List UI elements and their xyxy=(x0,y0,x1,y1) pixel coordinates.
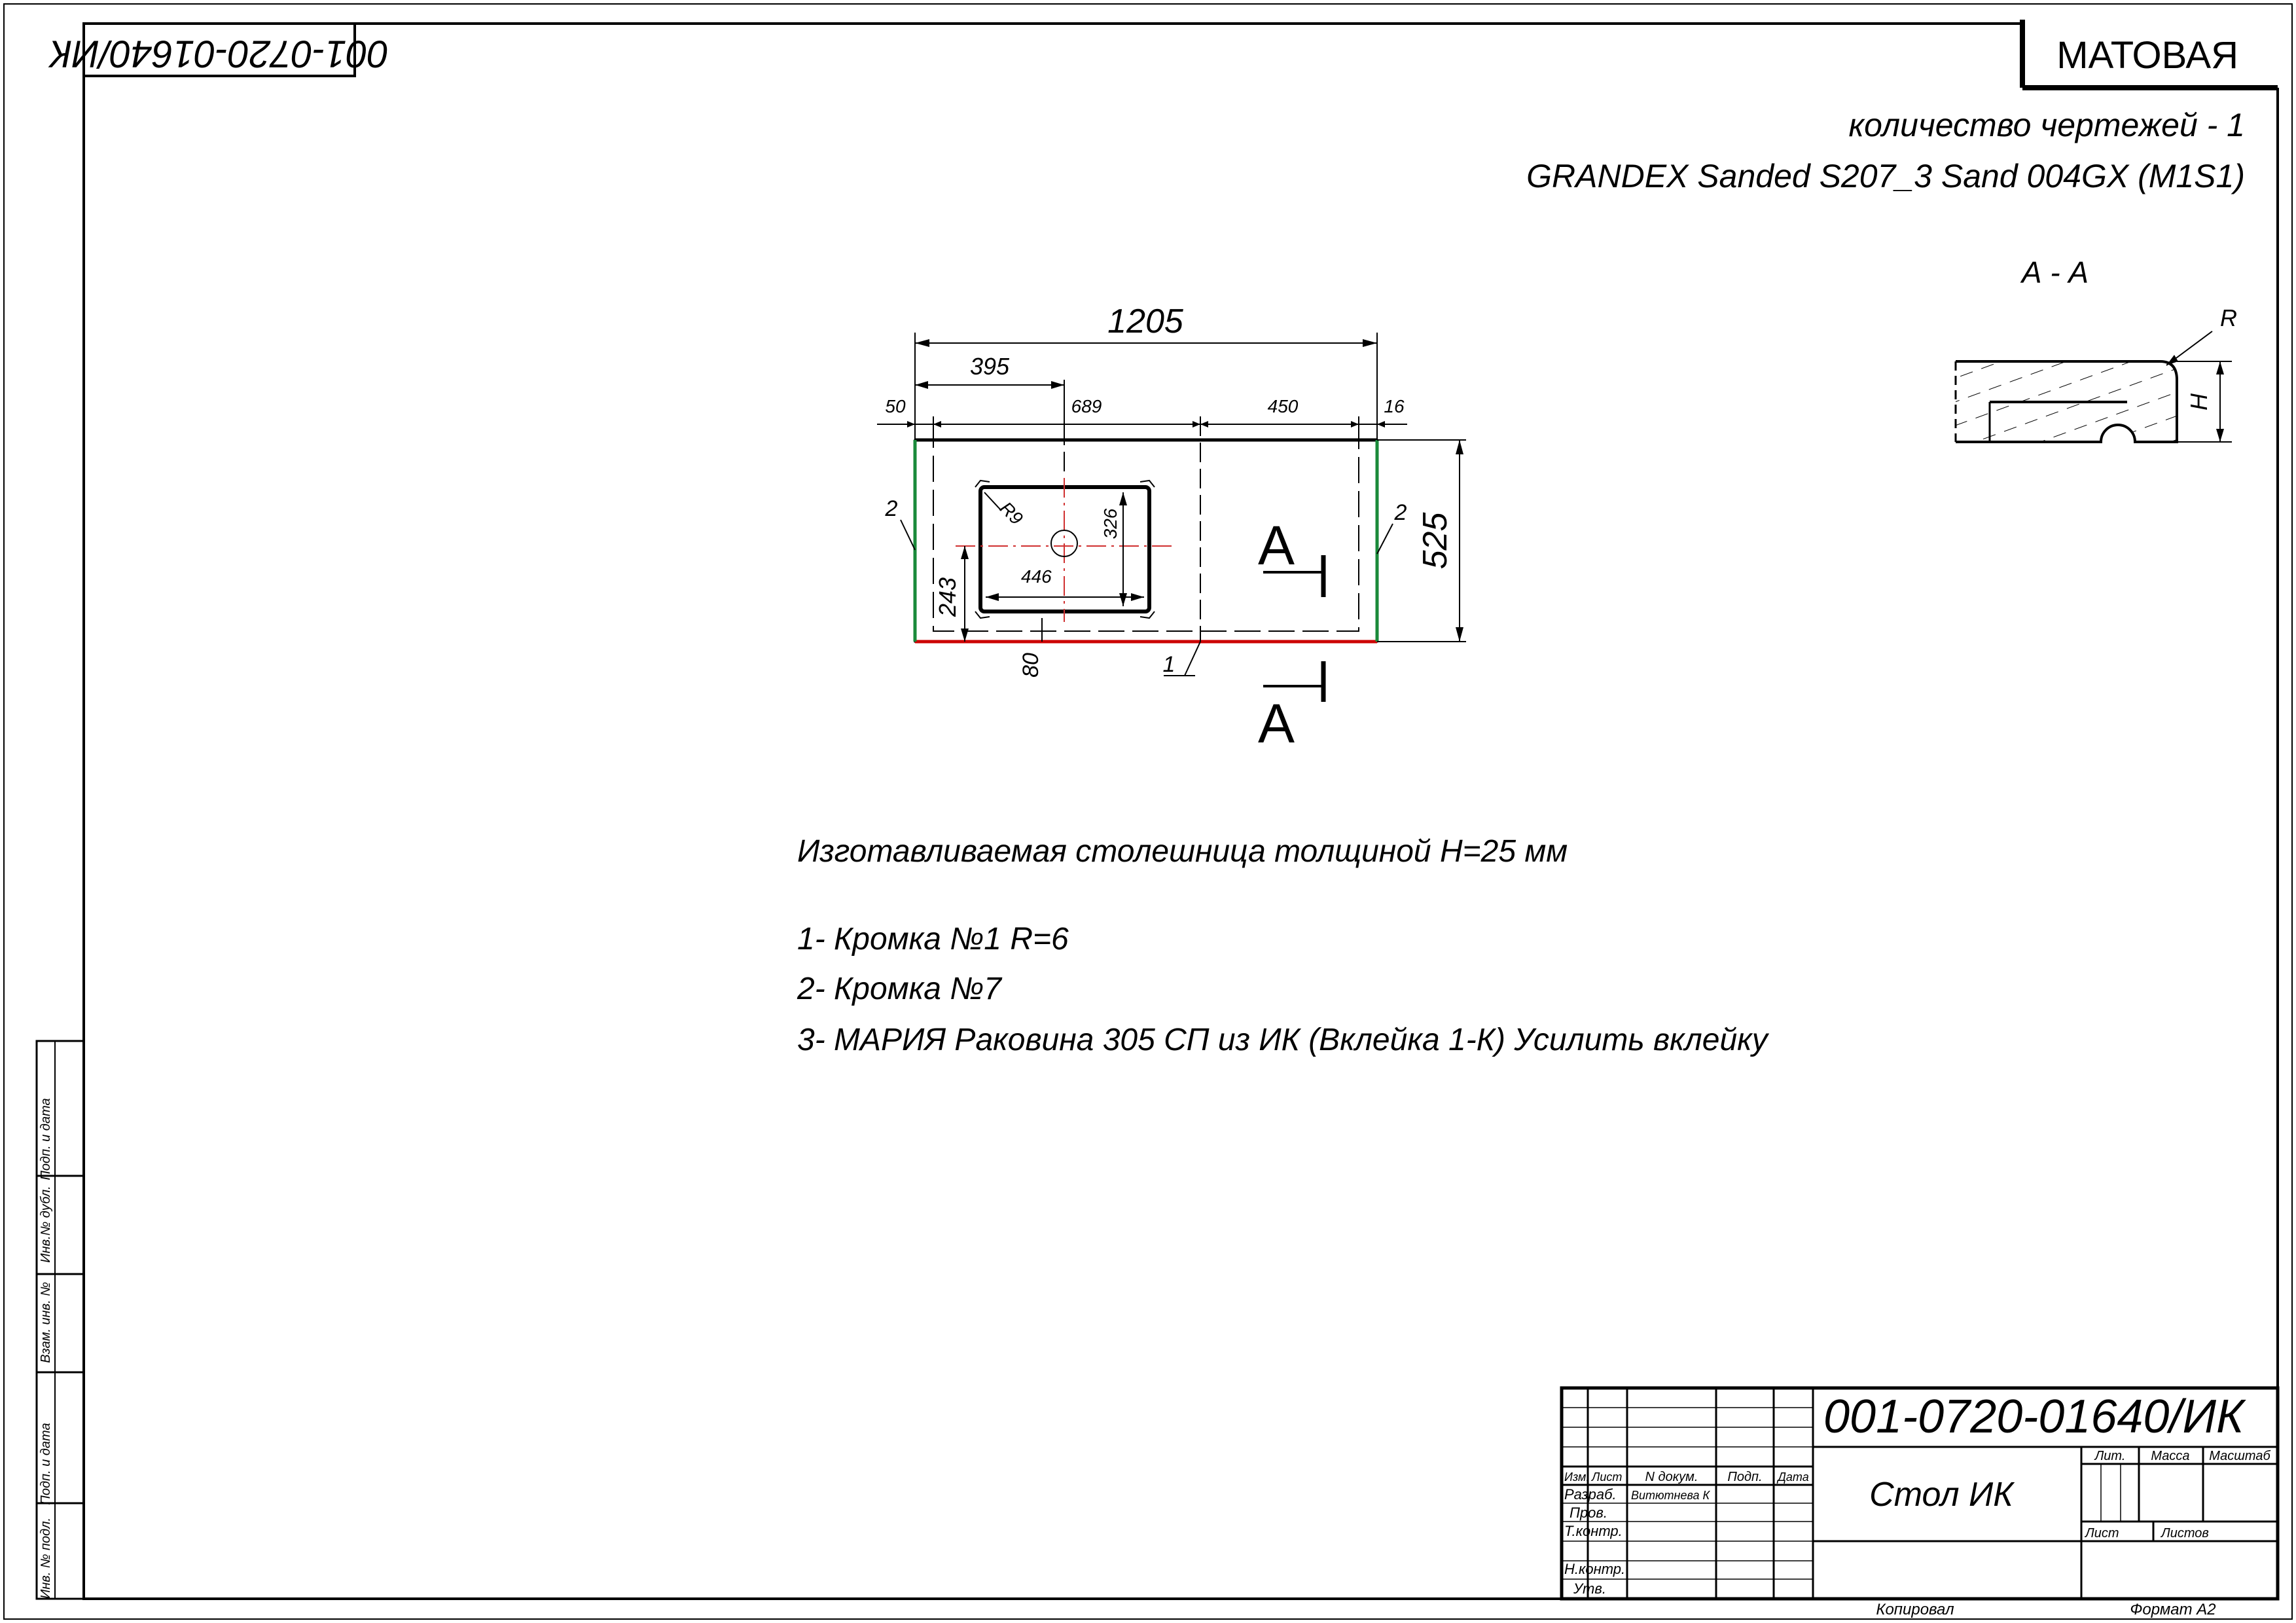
section-mark-top: А xyxy=(1258,515,1295,576)
drain-symbol xyxy=(1050,530,1078,557)
dim-689: 689 xyxy=(1071,396,1102,416)
dim-sink-width: 446 xyxy=(1021,566,1052,587)
tb-row-prov: Пров. xyxy=(1570,1504,1607,1521)
finish-box: МАТОВАЯ xyxy=(2020,20,2279,90)
tb-row-nkontr: Н.контр. xyxy=(1564,1561,1625,1577)
material-spec: GRANDEX Sanded S207_3 Sand 004GX (M1S1) xyxy=(1526,158,2245,194)
dim-sink-depth: 326 xyxy=(1100,508,1121,539)
dim-16: 16 xyxy=(1384,396,1405,416)
dim-overall-depth: 525 xyxy=(1416,512,1454,570)
note-thickness: Изготавливаемая столешница толщиной Н=25… xyxy=(797,834,1568,869)
tb-row-tkontr: Т.контр. xyxy=(1564,1523,1623,1539)
stamp-inv-podl: Инв. № подл. xyxy=(39,1518,53,1599)
dim-front-offset: 80 xyxy=(1018,653,1043,678)
outer-frame xyxy=(3,3,2293,1620)
dim-50: 50 xyxy=(885,396,906,416)
tb-col-list: Лист xyxy=(1591,1470,1622,1484)
stamp-inv-dubl: Инв.№ дубл. xyxy=(39,1186,53,1262)
dim-sink-radius: R9 xyxy=(996,498,1027,528)
tb-massa: Масса xyxy=(2151,1449,2189,1463)
note-item-3: 3- МАРИЯ Раковина 305 СП из ИК (Вклейка … xyxy=(797,1023,1770,1057)
edge-label-front: 1 xyxy=(1163,652,1175,677)
tb-masshtab: Масштаб xyxy=(2209,1449,2270,1463)
tb-listov: Листов xyxy=(2160,1526,2209,1541)
dim-395: 395 xyxy=(970,353,1010,380)
stamp-vzam-inv: Взам. инв. № xyxy=(39,1282,53,1363)
note-item-2: 2- Кромка №7 xyxy=(797,972,1003,1006)
inner-frame xyxy=(82,22,2279,1600)
mirrored-code-box: 001-0720-01640/ИК xyxy=(48,22,389,77)
drawings-count: количество чертежей - 1 xyxy=(1849,107,2245,143)
tb-razrab-name: Витютнева К xyxy=(1631,1489,1710,1502)
section-mark-bottom: А xyxy=(1258,693,1295,754)
tb-list: Лист xyxy=(2084,1526,2119,1541)
section-height-label: H xyxy=(2185,393,2212,410)
dim-overall-width: 1205 xyxy=(1107,302,1184,340)
edge-label-right: 2 xyxy=(1394,500,1407,525)
tb-kopiroval: Копировал xyxy=(1876,1601,1954,1618)
tb-row-razrab: Разраб. xyxy=(1564,1486,1617,1503)
stamp-podp-data-2: Подп. и дата xyxy=(39,1423,53,1504)
edge-label-left: 2 xyxy=(885,496,898,521)
mirrored-code: 001-0720-01640/ИК xyxy=(48,33,388,75)
section-title: А - А xyxy=(2020,255,2089,289)
tb-col-podp: Подп. xyxy=(1727,1470,1762,1484)
section-detail: А - А H R xyxy=(1954,255,2237,443)
section-radius-label: R xyxy=(2220,304,2237,331)
tb-col-izm: Изм. xyxy=(1564,1470,1589,1484)
tb-doc-code: 001-0720-01640/ИК xyxy=(1823,1391,2246,1443)
side-stamp: Подп. и дата Инв.№ дубл. Взам. инв. № По… xyxy=(35,1040,85,1600)
title-block: 001-0720-01640/ИК Стол ИК Изм. Лист N до… xyxy=(1560,1386,2280,1618)
tb-name: Стол ИК xyxy=(1869,1476,2015,1514)
tb-col-data: Дата xyxy=(1776,1470,1809,1484)
tb-format: Формат А2 xyxy=(2130,1601,2215,1618)
tb-row-utv: Утв. xyxy=(1573,1580,1606,1597)
dim-450: 450 xyxy=(1268,396,1299,416)
countertop-plan: 446 326 R9 243 80 1205 395 50 689 450 xyxy=(877,302,1466,754)
finish-label: МАТОВАЯ xyxy=(2056,34,2238,77)
dim-sink-offset: 243 xyxy=(934,577,961,617)
tb-col-ndoc: N докум. xyxy=(1645,1470,1698,1484)
note-item-1: 1- Кромка №1 R=6 xyxy=(797,922,1069,957)
tb-lit: Лит. xyxy=(2094,1449,2126,1463)
stamp-podp-data-1: Подп. и дата xyxy=(39,1098,53,1180)
